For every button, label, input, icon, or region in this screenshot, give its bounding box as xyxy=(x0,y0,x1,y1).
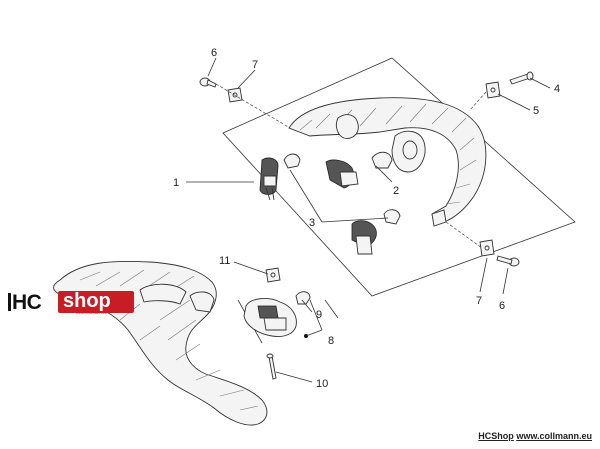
leader-7-top xyxy=(237,69,256,89)
hcshop-logo: HC shop www.collmann.eu xyxy=(8,290,134,316)
assembly-frame xyxy=(222,57,576,297)
logo-shop-text: shop xyxy=(63,290,111,312)
leader-8 xyxy=(305,299,323,337)
leader-9 xyxy=(301,299,313,313)
assembly-line xyxy=(469,91,487,111)
leader-11 xyxy=(233,261,269,275)
footer-watermark: HCShop www.collmann.eu xyxy=(478,431,592,441)
footer-brand: HCShop xyxy=(478,431,514,441)
logo-url-text: www.collmann.eu xyxy=(76,310,108,315)
logo-bar xyxy=(8,293,11,311)
callout-4: 4 xyxy=(554,83,560,95)
callout-11: 11 xyxy=(219,255,230,267)
callout-7-bottom: 7 xyxy=(476,295,482,307)
bulb-2 xyxy=(371,151,393,169)
clip-nut-7-bottom xyxy=(479,239,495,257)
logo-red-box xyxy=(58,291,134,313)
bulb-holder-lower xyxy=(351,220,377,255)
callout-2: 2 xyxy=(393,185,399,197)
assembly-line xyxy=(445,221,483,249)
callout-8: 8 xyxy=(328,335,334,347)
leader-7-bottom xyxy=(479,257,488,293)
callout-7-top: 7 xyxy=(252,59,258,71)
clip-nut-11 xyxy=(265,267,281,283)
leader-3 xyxy=(289,169,389,223)
logo-hc-text: HC xyxy=(12,291,42,314)
screw-10 xyxy=(266,353,277,380)
footer-url[interactable]: www.collmann.eu xyxy=(516,431,592,441)
bulb-3 xyxy=(383,209,401,225)
license-plate-light xyxy=(243,298,297,337)
bulb-9 xyxy=(295,291,311,305)
bulb-holder-middle xyxy=(325,159,359,189)
callout-5: 5 xyxy=(533,105,539,117)
taillight-housing xyxy=(288,97,487,227)
screw-6-bottom xyxy=(496,255,520,267)
clip-nut-5 xyxy=(485,81,501,99)
screw-4 xyxy=(509,71,534,85)
callout-6-top: 6 xyxy=(211,47,217,59)
callout-9: 9 xyxy=(316,309,322,321)
leader-2 xyxy=(375,165,393,183)
leader-6-top xyxy=(207,57,217,77)
callout-1: 1 xyxy=(173,177,179,189)
leader-5 xyxy=(497,93,531,111)
leader-4 xyxy=(529,77,551,89)
assembly-line xyxy=(215,83,291,129)
screw-6-top xyxy=(199,77,217,88)
bulb-upper-small xyxy=(283,153,301,169)
leader-6-bottom xyxy=(502,267,509,295)
leader-10 xyxy=(275,371,313,383)
bulb-holder-upper xyxy=(259,157,279,201)
callout-10: 10 xyxy=(316,378,328,390)
rear-fender xyxy=(53,260,268,426)
callout-6-bottom: 6 xyxy=(499,300,505,312)
callout-3: 3 xyxy=(309,217,315,229)
